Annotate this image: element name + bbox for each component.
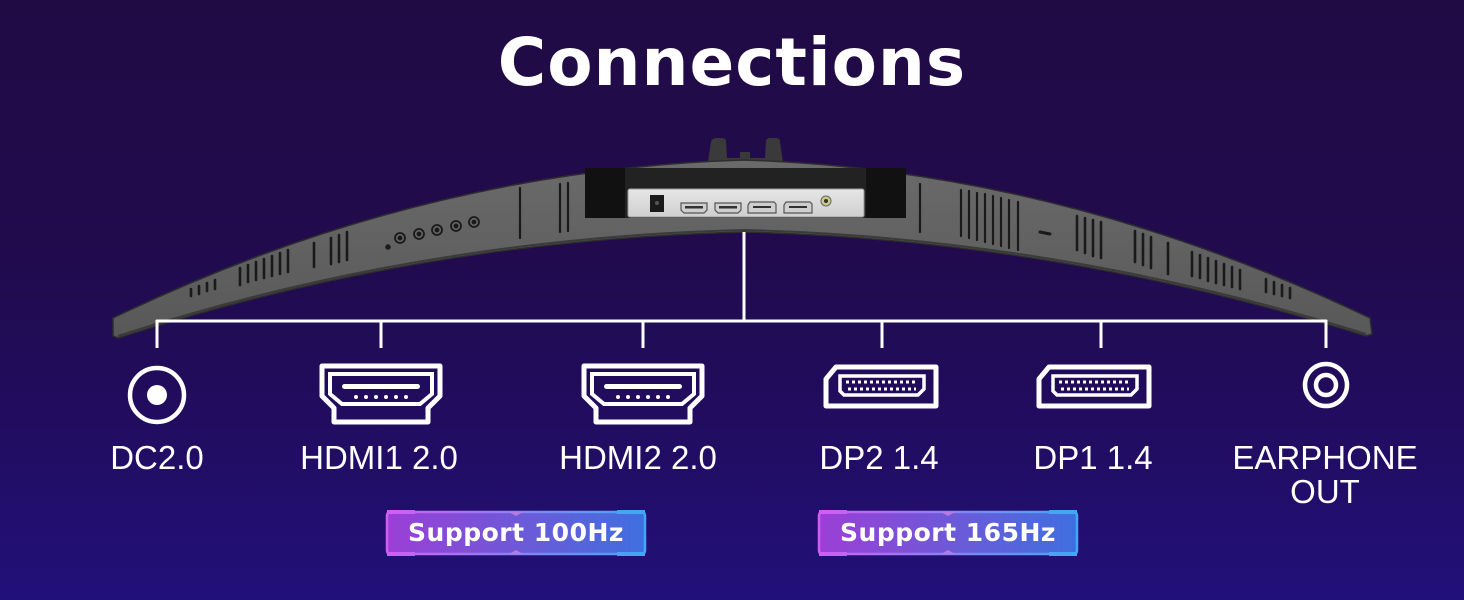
port-label-hdmi1: HDMI1 2.0 xyxy=(300,439,458,476)
control-buttons xyxy=(385,216,480,250)
refresh-badge-hdmi: Support 100Hz xyxy=(385,508,647,558)
badge-label: Support 100Hz xyxy=(408,518,624,547)
refresh-badge-dp: Support 165Hz xyxy=(817,508,1079,558)
port-label-dp2: DP2 1.4 xyxy=(819,439,939,476)
port-label-earphone-line2: OUT xyxy=(1290,473,1360,510)
displayport-icon xyxy=(823,364,939,409)
page-title: Connections xyxy=(497,24,967,101)
port-bay xyxy=(585,168,906,218)
vents-left xyxy=(189,181,570,298)
displayport-icon xyxy=(1036,364,1152,409)
badge-frame xyxy=(817,510,1079,556)
hdmi-port-icon xyxy=(581,363,705,425)
stand-mount xyxy=(708,138,783,162)
dc-power-icon xyxy=(127,365,187,425)
connector-lines xyxy=(155,232,1328,348)
hdmi-port-icon xyxy=(319,363,443,425)
port-label-hdmi2: HDMI2 2.0 xyxy=(559,439,717,476)
port-label-earphone: EARPHONE OUT xyxy=(1205,441,1445,509)
badge-frame xyxy=(385,510,647,556)
port-label-dp1: DP1 1.4 xyxy=(1033,439,1153,476)
monitor-body xyxy=(112,159,1373,339)
badge-label: Support 165Hz xyxy=(840,518,1056,547)
vents-right xyxy=(918,182,1292,300)
port-label-dc: DC2.0 xyxy=(110,439,204,476)
port-label-earphone-line1: EARPHONE xyxy=(1232,439,1418,476)
earphone-jack-icon xyxy=(1302,361,1350,409)
